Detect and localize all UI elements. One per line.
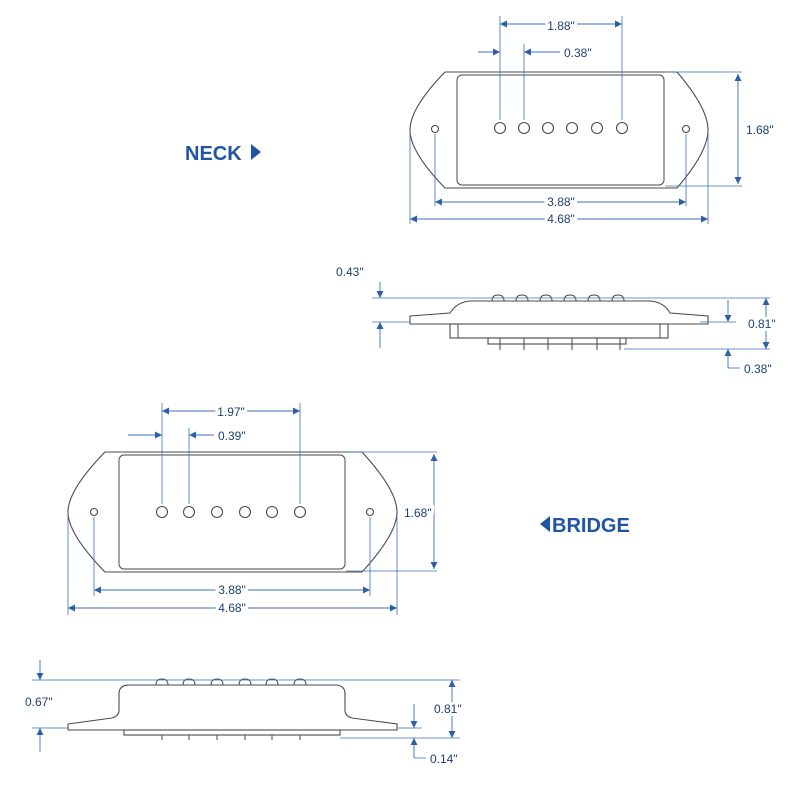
- neck-pole-piece: [615, 121, 629, 135]
- bridge-pickup-cover: [118, 454, 346, 570]
- bridge-pole-piece: [210, 505, 224, 519]
- neck-pole-spacing-label: 0.38": [564, 46, 592, 60]
- neck-pickup-outline: [409, 71, 709, 189]
- neck-mount-hole-left: [430, 124, 440, 134]
- bridge-mount-label: 3.88": [218, 583, 246, 597]
- neck-side-base: [449, 323, 669, 339]
- neck-pole-span-label: 1.88": [547, 19, 575, 33]
- bridge-length-label: 4.68": [218, 601, 246, 615]
- bridge-pole-piece: [265, 505, 279, 519]
- neck-mount-hole-right: [681, 124, 691, 134]
- bridge-height-label: 1.68": [404, 506, 432, 520]
- bridge-mount-hole-left: [89, 507, 99, 517]
- neck-pole-piece: [517, 121, 531, 135]
- neck-pickup-cover: [456, 74, 665, 186]
- bridge-side-base: [123, 729, 341, 736]
- bridge-pole-span-label: 1.97": [217, 405, 245, 419]
- neck-total-height-label: 0.81": [748, 317, 776, 331]
- neck-cover-height-label: 0.43": [336, 265, 364, 279]
- neck-base-height-label: 0.38": [744, 362, 772, 376]
- bridge-top-view: 1.97" 0.39" 1.68" 3.88" 4.68": [67, 402, 438, 618]
- neck-height-label: 1.68": [746, 123, 774, 137]
- bridge-arrow-icon: [540, 516, 550, 532]
- bridge-pole-piece: [155, 505, 169, 519]
- bridge-side-cover: [67, 684, 398, 731]
- neck-mount-label: 3.88": [547, 195, 575, 209]
- bridge-cover-height-label: 0.67": [25, 695, 53, 709]
- neck-top-view: 1.88" 0.38" 1.68" 3.88" 4.68": [409, 16, 774, 229]
- bridge-pole-spacing-label: 0.39": [218, 429, 246, 443]
- bridge-mount-hole-right: [365, 507, 375, 517]
- bridge-pole-piece: [293, 505, 307, 519]
- bridge-label: BRIDGE: [552, 515, 630, 537]
- bridge-side-bumps: [155, 678, 307, 686]
- neck-side-bumps: [491, 294, 625, 302]
- bridge-pickup-outline: [67, 451, 398, 573]
- bridge-side-view: 0.67" 0.81" 0.14": [22, 660, 465, 766]
- bridge-pole-piece: [238, 505, 252, 519]
- bridge-pole-piece: [182, 505, 196, 519]
- neck-pole-piece: [493, 121, 507, 135]
- neck-pole-piece: [541, 121, 555, 135]
- neck-label-group: NECK: [185, 143, 261, 165]
- neck-label: NECK: [185, 143, 242, 165]
- neck-side-cover: [409, 300, 709, 325]
- bridge-base-height-label: 0.14": [430, 752, 458, 766]
- neck-side-view: 0.43" 0.81" 0.38": [336, 265, 779, 376]
- bridge-label-group: BRIDGE: [540, 515, 630, 537]
- neck-arrow-icon: [251, 144, 261, 160]
- neck-pole-piece: [590, 121, 604, 135]
- bridge-total-height-label: 0.81": [434, 702, 462, 716]
- neck-length-label: 4.68": [547, 212, 575, 226]
- neck-pole-piece: [565, 121, 579, 135]
